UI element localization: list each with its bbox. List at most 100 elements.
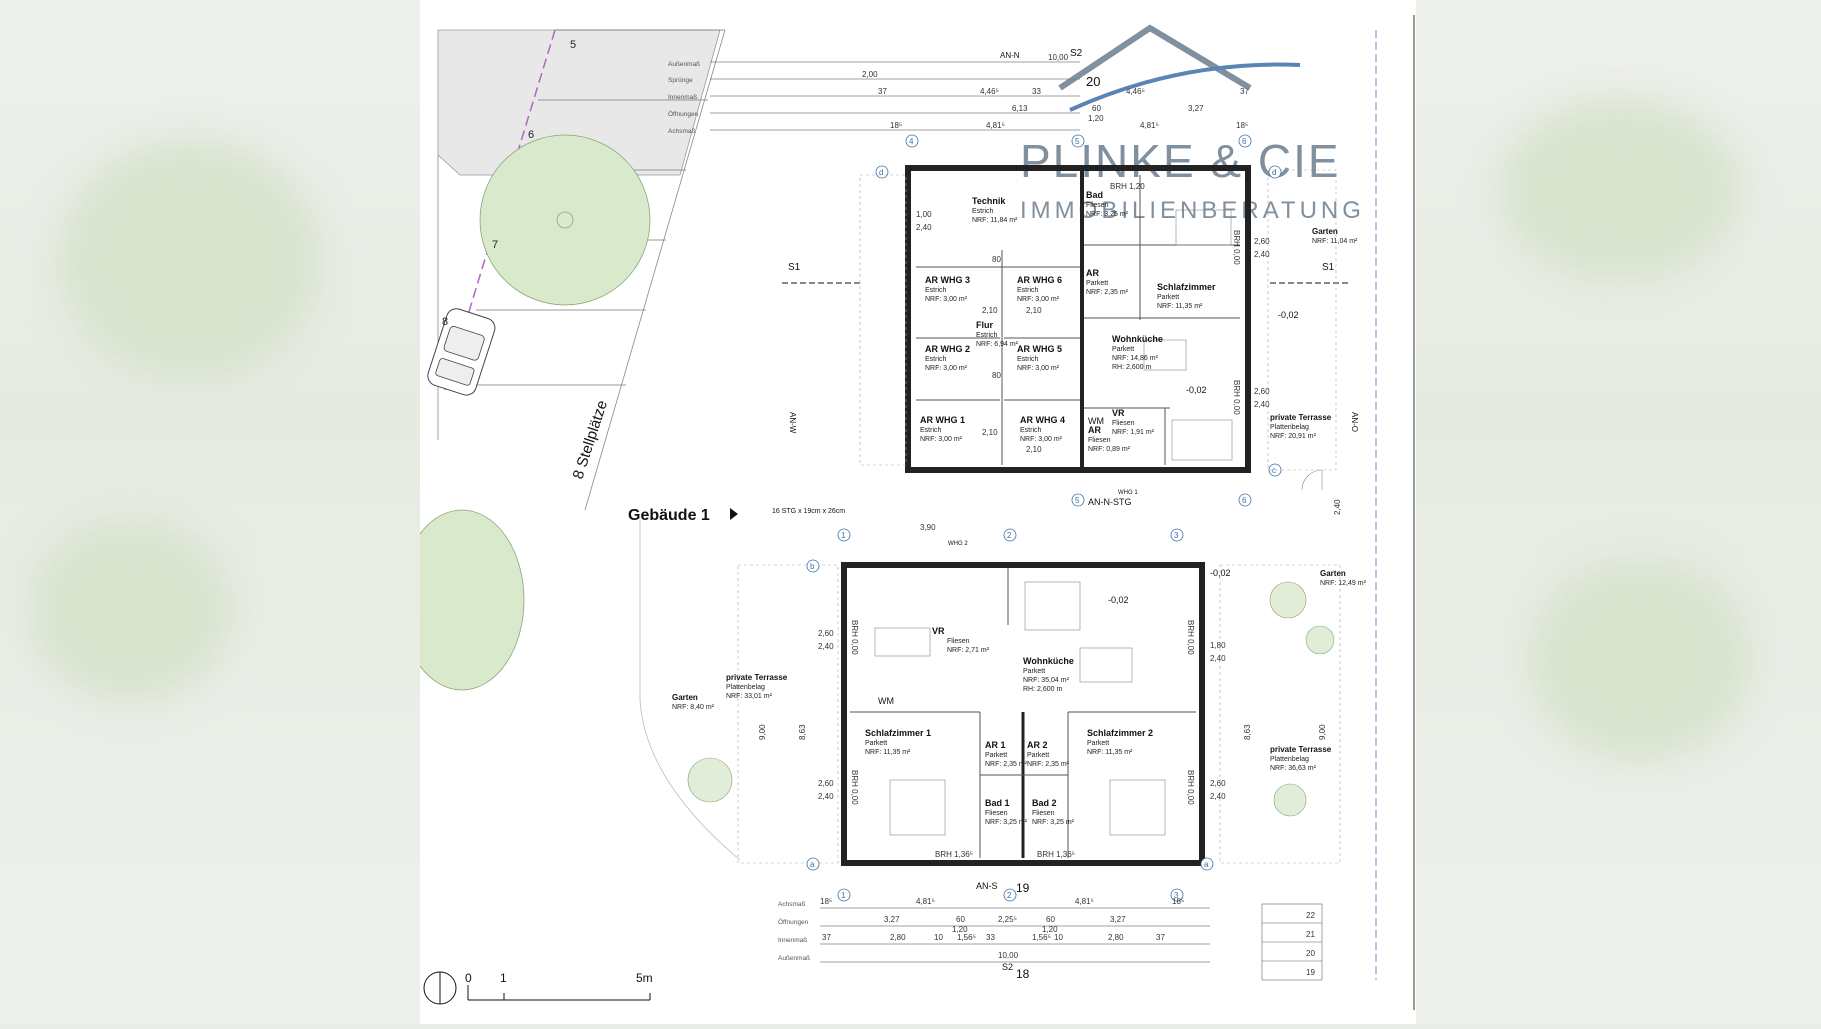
lot-number: 7	[492, 239, 498, 251]
bed	[1109, 779, 1166, 836]
parapet-height: BRH 0,00	[1232, 380, 1241, 415]
section-number: 19	[1016, 881, 1030, 895]
scale-label: 0	[465, 971, 472, 985]
door-dim: 2,10	[1026, 445, 1042, 454]
plant-icon	[687, 757, 733, 803]
terrace-name: private Terrasse	[1270, 745, 1332, 754]
room-name: VR	[932, 626, 945, 636]
terrace-name: private Terrasse	[1270, 413, 1332, 422]
terrace-floor: Plattenbelag	[1270, 424, 1309, 431]
window-dim: 2,60	[1254, 387, 1270, 396]
dim-value: 4,81⁵	[986, 121, 1005, 130]
dim-value: 3,27	[1188, 104, 1204, 113]
floor-plan-drawing: 5 6 7 8 8 Stellplätze Gebäude 1 Außenmaß…	[399, 15, 1415, 1010]
room-area: NRF: 3,25 m²	[1032, 819, 1075, 826]
room-floor: Parkett	[1023, 668, 1045, 675]
blurred-tree	[1500, 100, 1740, 280]
tree-trunk	[556, 211, 574, 229]
section-label: S2	[1070, 48, 1083, 59]
garden-zone	[1267, 169, 1337, 471]
room-area: NRF: 2,35 m²	[1027, 761, 1070, 768]
room-area: NRF: 3,00 m²	[920, 436, 963, 443]
axis-label: 1	[841, 531, 846, 540]
car-icon	[427, 308, 496, 396]
dim-value: 37	[822, 933, 831, 942]
axis-label: 2	[1007, 891, 1012, 900]
room-floor: Parkett	[865, 740, 887, 747]
room-name: Technik	[972, 196, 1006, 206]
room-area: NRF: 11,84 m²	[972, 217, 1018, 224]
terrace-zone-left	[737, 564, 839, 864]
terrace-name: private Terrasse	[726, 673, 788, 682]
room-name: VR	[1112, 408, 1125, 418]
lot-number: 6	[528, 129, 534, 141]
section-markers: AN-N S2 20 S1 S1 AN-W AN-O 16 STG x 19cm…	[772, 48, 1359, 547]
axis-label: c	[1272, 466, 1276, 475]
parking-boundary	[584, 29, 726, 511]
room-area: NRF: 2,35 m²	[1086, 289, 1129, 296]
lot-number: 8	[442, 316, 448, 328]
dim-row-label: Innenmaß	[668, 94, 697, 101]
watermark-subtitle: IMMOBILIENBERATUNG	[1020, 197, 1365, 224]
window-dim: 1,00	[916, 210, 932, 219]
unit-label: WHG 2	[948, 541, 968, 547]
dining-table	[1079, 647, 1133, 683]
axis-label: 1	[841, 891, 846, 900]
blurred-tree	[1530, 560, 1750, 760]
room-area: NRF: 35,04 m²	[1023, 677, 1070, 684]
dim-row-label: Achsmaß	[668, 128, 695, 135]
room-name: AR 1	[985, 740, 1006, 750]
dim-value: 2,40	[1333, 499, 1342, 515]
room-floor: Estrich	[925, 287, 947, 294]
orientation-label: AN-O	[1350, 412, 1359, 432]
room-area: NRF: 14,86 m²	[1112, 355, 1159, 362]
dim-value: 10	[1054, 933, 1063, 942]
building-arrow-icon	[730, 508, 738, 520]
orientation-label: AN-N	[1000, 51, 1020, 60]
dim-value: 8,63	[1243, 724, 1252, 740]
window-dim: 2,40	[1254, 400, 1270, 409]
room-area: NRF: 3,00 m²	[1017, 296, 1060, 303]
dim-value: 3,90	[920, 523, 936, 532]
room-floor: Parkett	[1086, 280, 1108, 287]
terrace-area: NRF: 33,01 m²	[726, 693, 773, 700]
door-dim: 2,10	[982, 428, 998, 437]
dim-value: 60	[956, 915, 965, 924]
dim-value: 4,81⁵	[1075, 897, 1094, 906]
dim-row-label: Öffnungen	[668, 110, 699, 118]
dim-value: 18⁵	[890, 121, 902, 130]
garden-area: NRF: 12,49 m²	[1320, 580, 1367, 587]
dim-value: 18⁵	[1172, 897, 1184, 906]
axis-label: 3	[1174, 891, 1179, 900]
orientation-label: AN-S	[976, 881, 998, 891]
room-floor: Parkett	[1087, 740, 1109, 747]
lot-number: 5	[570, 39, 576, 51]
washer-label: WM	[1088, 416, 1104, 426]
dim-row-label: Außenmaß	[668, 61, 700, 68]
axis-label: 4	[909, 137, 914, 146]
room-floor: Estrich	[976, 332, 998, 339]
window-dim: 2,40	[916, 223, 932, 232]
room-area: NRF: 11,35 m²	[865, 749, 911, 756]
dim-value: 37	[878, 87, 887, 96]
stair-number: 22	[1306, 911, 1315, 920]
room-name: AR WHG 1	[920, 415, 965, 425]
washer-label: WM	[878, 696, 894, 706]
room-name: Bad 1	[985, 798, 1010, 808]
dim-value: 10	[934, 933, 943, 942]
parapet-height: BRH 0,00	[850, 770, 859, 805]
room-name: Schlafzimmer 1	[865, 728, 931, 738]
dim-row-label: Außenmaß	[778, 955, 810, 962]
room-floor: Estrich	[972, 208, 994, 215]
tree-canopy	[479, 134, 651, 306]
upper-outer-wall	[905, 165, 1251, 473]
room-name: AR	[1086, 268, 1099, 278]
axis-label: 6	[1242, 496, 1247, 505]
stair-number: 21	[1306, 930, 1315, 939]
room-area: NRF: 11,35 m²	[1157, 303, 1203, 310]
garden-area: NRF: 8,40 m²	[672, 704, 715, 711]
section-number: 18	[1016, 967, 1030, 981]
room-floor: Estrich	[925, 356, 947, 363]
room-name: Wohnküche	[1023, 656, 1074, 666]
path-curve	[639, 520, 741, 861]
